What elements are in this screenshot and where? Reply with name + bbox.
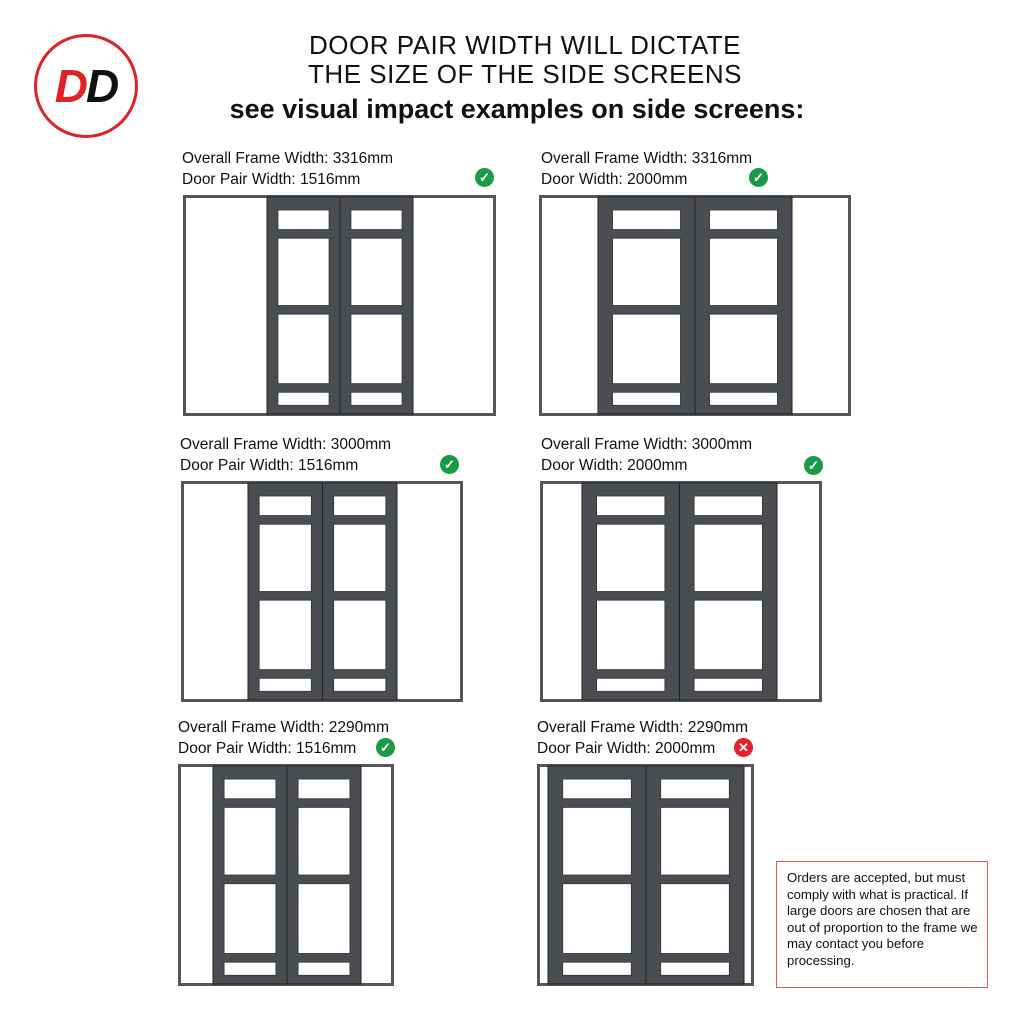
- glass-pane: [258, 599, 312, 671]
- glass-pane: [612, 237, 681, 306]
- glass-pane: [660, 961, 730, 976]
- glass-pane: [612, 313, 681, 385]
- glass-pane: [612, 391, 681, 406]
- glass-pane: [660, 807, 730, 876]
- example-label: Overall Frame Width: 3316mm Door Width: …: [541, 148, 752, 190]
- glass-pane: [277, 209, 330, 230]
- glass-pane: [350, 237, 403, 306]
- glass-pane: [277, 313, 330, 385]
- glass-pane: [709, 313, 778, 385]
- glass-pane: [596, 599, 666, 671]
- door-width-label: Door Width: 2000mm: [541, 171, 688, 188]
- glass-pane: [612, 209, 681, 230]
- glass-pane: [709, 209, 778, 230]
- frame-width-label: Overall Frame Width: 3316mm: [541, 150, 753, 167]
- glass-pane: [693, 495, 763, 516]
- frame-width-label: Overall Frame Width: 3000mm: [180, 436, 392, 453]
- glass-pane: [693, 599, 763, 671]
- glass-pane: [223, 961, 277, 976]
- frame-width-label: Overall Frame Width: 3316mm: [182, 150, 394, 167]
- frame-width-label: Overall Frame Width: 2290mm: [537, 719, 749, 736]
- door-width-label: Door Width: 2000mm: [541, 457, 688, 474]
- glass-pane: [333, 599, 387, 671]
- example-label: Overall Frame Width: 2290mm Door Pair Wi…: [178, 717, 389, 759]
- glass-pane: [562, 778, 632, 800]
- glass-pane: [350, 313, 403, 385]
- practicality-note: Orders are accepted, but must comply wit…: [776, 861, 988, 988]
- glass-pane: [297, 883, 351, 954]
- frame-width-label: Overall Frame Width: 2290mm: [178, 719, 390, 736]
- logo-letter-red: D: [54, 60, 88, 112]
- door-width-label: Door Pair Width: 2000mm: [537, 740, 716, 757]
- glass-pane: [223, 807, 277, 876]
- glass-pane: [660, 883, 730, 954]
- heading-line-1: DOOR PAIR WIDTH WILL DICTATE: [309, 30, 741, 60]
- glass-pane: [596, 523, 666, 592]
- glass-pane: [258, 677, 312, 692]
- glass-pane: [693, 677, 763, 692]
- glass-pane: [709, 391, 778, 406]
- glass-pane: [562, 807, 632, 876]
- cross-icon: ✕: [734, 738, 753, 757]
- heading-line-2: THE SIZE OF THE SIDE SCREENS: [308, 59, 742, 89]
- glass-pane: [562, 883, 632, 954]
- glass-pane: [223, 778, 277, 800]
- example-label: Overall Frame Width: 2290mm Door Pair Wi…: [537, 717, 748, 759]
- glass-pane: [258, 495, 312, 516]
- check-icon: ✓: [440, 455, 459, 474]
- glass-pane: [333, 495, 387, 516]
- glass-pane: [297, 778, 351, 800]
- example-label: Overall Frame Width: 3000mm Door Pair Wi…: [180, 434, 391, 476]
- logo-letter-black: D: [86, 60, 119, 112]
- glass-pane: [562, 961, 632, 976]
- glass-pane: [258, 523, 312, 592]
- example-label: Overall Frame Width: 3000mm Door Width: …: [541, 434, 752, 476]
- glass-pane: [350, 209, 403, 230]
- example-label: Overall Frame Width: 3316mm Door Pair Wi…: [182, 148, 393, 190]
- glass-pane: [350, 391, 403, 406]
- check-icon: ✓: [749, 168, 768, 187]
- glass-pane: [709, 237, 778, 306]
- check-icon: ✓: [804, 456, 823, 475]
- glass-pane: [223, 883, 277, 954]
- door-width-label: Door Pair Width: 1516mm: [180, 457, 359, 474]
- glass-pane: [693, 523, 763, 592]
- glass-pane: [333, 677, 387, 692]
- glass-pane: [297, 807, 351, 876]
- glass-pane: [297, 961, 351, 976]
- check-icon: ✓: [376, 738, 395, 757]
- glass-pane: [596, 677, 666, 692]
- glass-pane: [660, 778, 730, 800]
- glass-pane: [277, 391, 330, 406]
- check-icon: ✓: [475, 168, 494, 187]
- glass-pane: [333, 523, 387, 592]
- subtitle: see visual impact examples on side scree…: [229, 94, 805, 124]
- glass-pane: [277, 237, 330, 306]
- door-width-label: Door Pair Width: 1516mm: [182, 171, 361, 188]
- glass-pane: [596, 495, 666, 516]
- frame-width-label: Overall Frame Width: 3000mm: [541, 436, 753, 453]
- door-width-label: Door Pair Width: 1516mm: [178, 740, 357, 757]
